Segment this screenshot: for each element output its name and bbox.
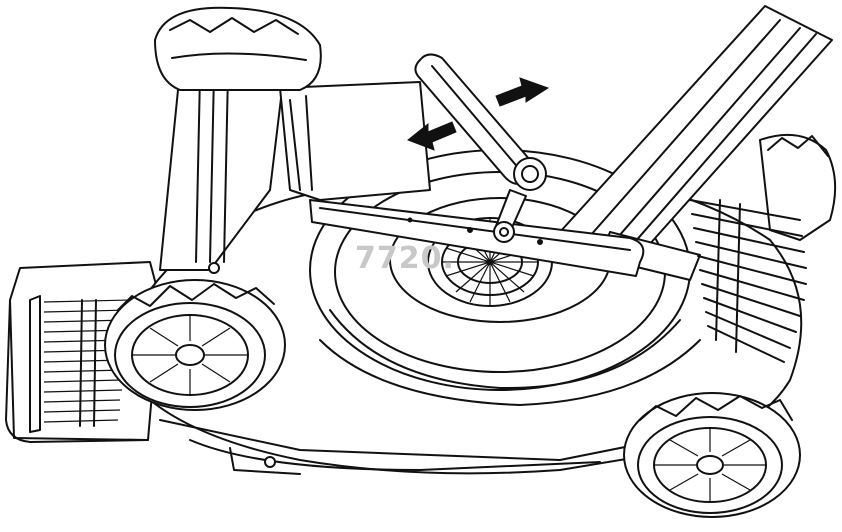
front-left-wheel xyxy=(104,279,286,411)
double-arrow-icon xyxy=(407,77,550,151)
grass-box-grille xyxy=(29,295,131,433)
watermark-text: 7720. xyxy=(355,241,455,276)
handle-frame xyxy=(159,59,431,274)
cutting-blade xyxy=(309,199,645,277)
rear-right-wheel xyxy=(623,392,801,518)
top-left-wheel xyxy=(154,6,322,91)
rear-vents xyxy=(689,199,807,363)
top-right-wheel xyxy=(759,133,837,241)
wrench-icon xyxy=(414,53,547,243)
